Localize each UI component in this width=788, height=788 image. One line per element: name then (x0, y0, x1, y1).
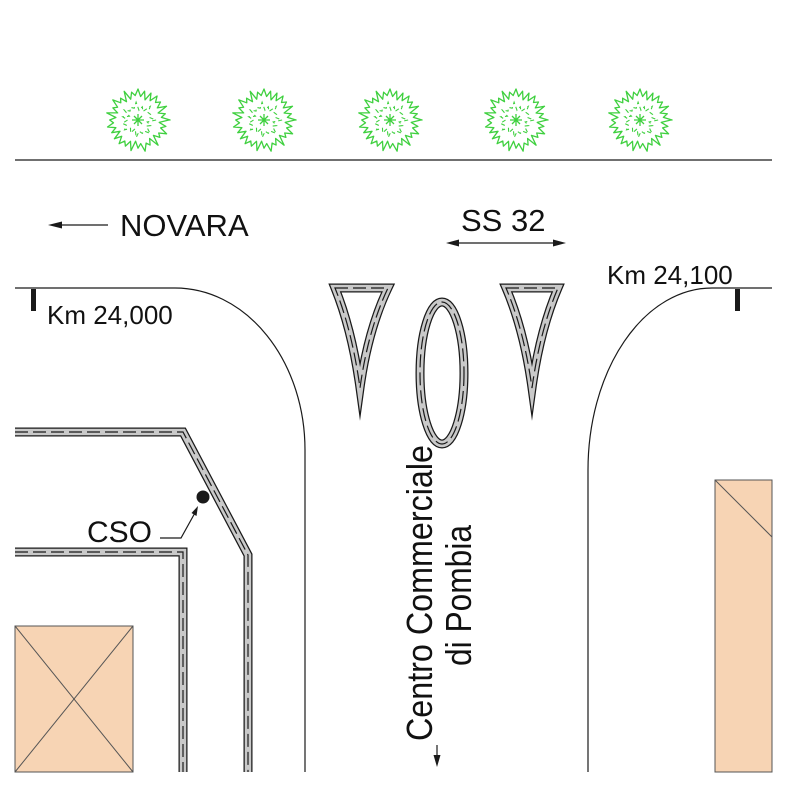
shrub-icon (358, 88, 423, 152)
destination-label-line2: di Pombia (438, 524, 479, 666)
km-marker-right-post (735, 289, 740, 311)
arrow-down-head (433, 755, 441, 767)
building-right-cross (714, 479, 773, 538)
building-right-footprint (714, 479, 773, 773)
vegetation-row (106, 88, 673, 152)
arrow-left-head (446, 239, 459, 247)
shrub-icon (232, 88, 297, 152)
shrub-icon (106, 88, 171, 152)
direction-arrow-icon (48, 221, 108, 229)
arrow-down-icon (433, 745, 441, 767)
cso-leader-line (160, 510, 197, 539)
cso-leader-arrowhead (191, 506, 198, 516)
island-band (506, 288, 558, 388)
road-edge-left-corner (15, 287, 306, 772)
building-left-cross (14, 625, 134, 773)
double-arrow-icon (446, 239, 566, 247)
building-left (14, 625, 134, 773)
traffic-island-center (420, 302, 464, 444)
cso-label: CSO (87, 516, 152, 549)
direction-label: NOVARA (120, 208, 249, 243)
road-edge-right-corner (587, 287, 772, 772)
dot-marker-icon (196, 490, 210, 504)
traffic-island-right (506, 288, 558, 388)
traffic-island-left (335, 288, 388, 388)
km-marker-left-label: Km 24,000 (47, 300, 173, 330)
building-right (714, 479, 773, 773)
km-marker-left-post (31, 289, 36, 311)
arrow-right-head (553, 239, 566, 247)
shrub-icon (484, 88, 549, 152)
island-band (335, 288, 388, 388)
road-name-label: SS 32 (461, 203, 545, 238)
km-marker-right-label: Km 24,100 (607, 260, 733, 290)
destination-label-line1: Centro Commerciale (399, 445, 440, 741)
shrub-icon (608, 88, 673, 152)
arrow-left-icon (48, 221, 62, 229)
